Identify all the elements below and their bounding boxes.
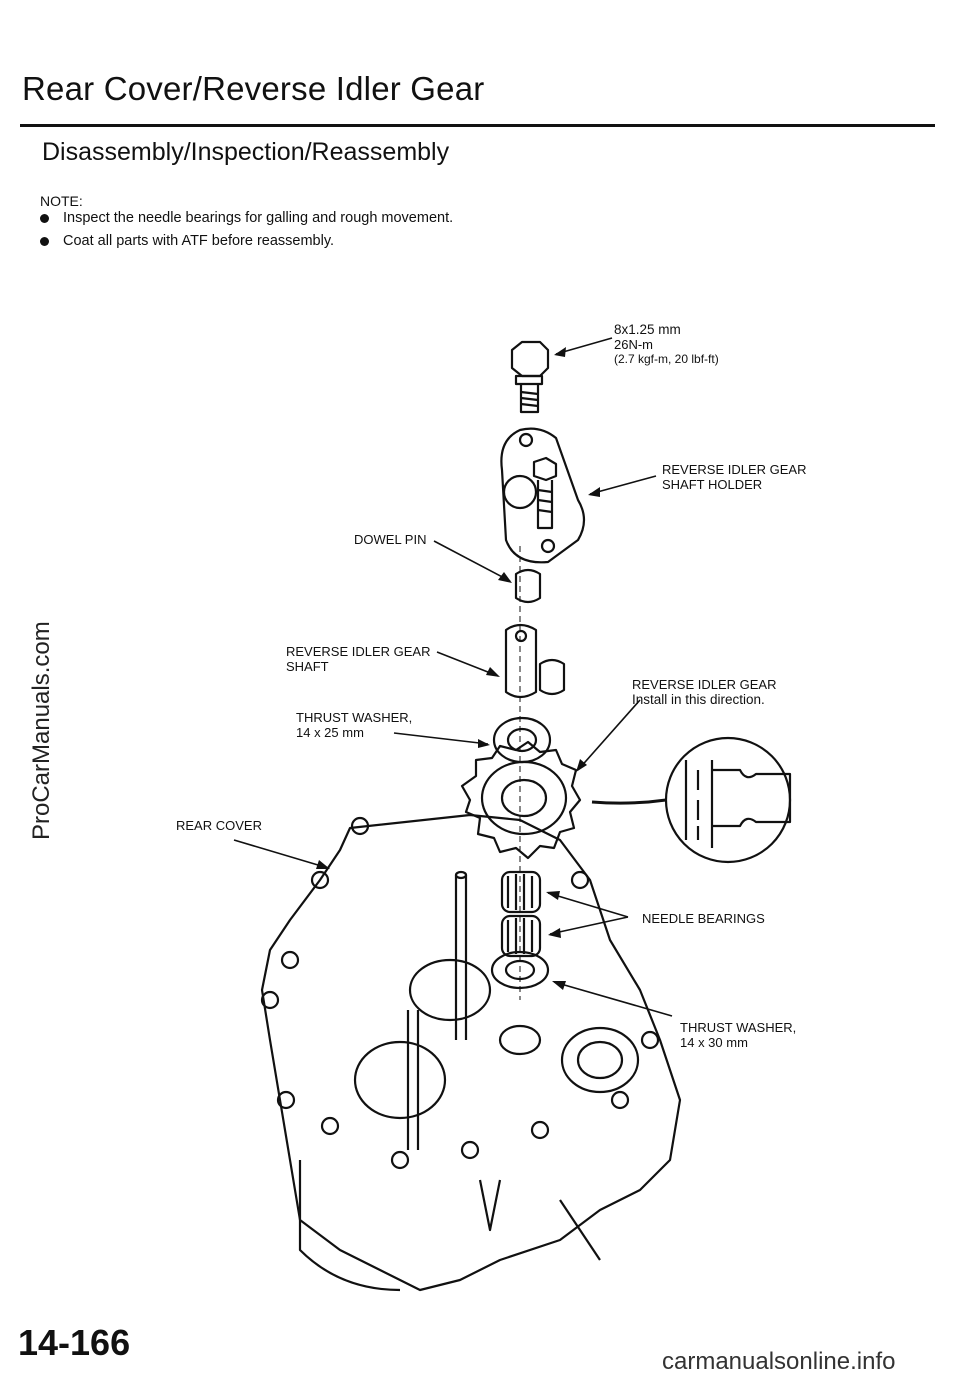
page-title: Rear Cover/Reverse Idler Gear [22, 70, 485, 107]
title-rule [20, 124, 935, 127]
bolt-drawing [510, 340, 550, 414]
needle-bearings-callout: NEEDLE BEARINGS [642, 911, 765, 926]
shaft-holder-drawing [500, 427, 586, 564]
gear-direction-detail-drawing [591, 736, 792, 864]
bullet-icon [40, 213, 49, 223]
needle-bearings-drawing [500, 870, 542, 958]
page-number: 14-166 [18, 1322, 131, 1363]
rear-cover-callout: REAR COVER [176, 818, 262, 833]
dowel-pin-callout: DOWEL PIN [354, 532, 427, 547]
arrowheads [316, 347, 600, 990]
shaft-drawing [504, 623, 538, 699]
shaft-callout: REVERSE IDLER GEAR SHAFT [286, 644, 431, 674]
leader-lines [233, 337, 673, 1017]
idler-gear-callout: REVERSE IDLER GEAR Install in this direc… [632, 677, 777, 707]
thrust-washer-top-drawing [492, 716, 552, 764]
note-item: Inspect the needle bearings for galling … [40, 210, 453, 226]
dowel-pin-drawing [514, 568, 542, 604]
note-item: Coat all parts with ATF before reassembl… [40, 233, 334, 249]
bolt-callout: 8x1.25 mm 26N-m (2.7 kgf-m, 20 lbf-ft) [614, 322, 719, 366]
thrust-washer-2-callout: THRUST WASHER, 14 x 30 mm [680, 1020, 797, 1050]
note-text: Coat all parts with ATF before reassembl… [63, 233, 335, 249]
section-subtitle: Disassembly/Inspection/Reassembly [42, 138, 450, 166]
sidebar-watermark: ProCarManuals.com [28, 621, 55, 840]
dowel-pin-drawing-2 [538, 658, 566, 696]
bullet-icon [40, 236, 49, 246]
note-text: Inspect the needle bearings for galling … [63, 210, 454, 226]
idler-gear-drawing [460, 740, 582, 860]
thrust-washer-1-callout: THRUST WASHER, 14 x 25 mm [296, 710, 413, 740]
rear-cover-drawing [260, 813, 682, 1292]
note-label: NOTE: [40, 193, 83, 209]
holder-callout: REVERSE IDLER GEAR SHAFT HOLDER [662, 462, 807, 492]
footer-watermark: carmanualsonline.info [662, 1348, 896, 1375]
